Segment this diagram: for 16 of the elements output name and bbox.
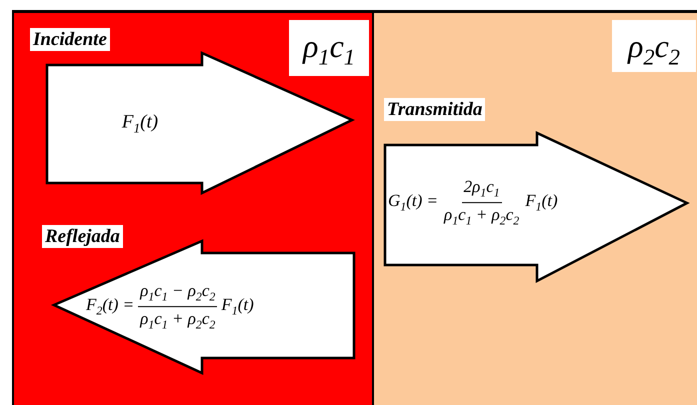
fraction-denominator: ρ$_{1}$c$_{1}$ + ρ$_{2}$c$_{2}$ bbox=[138, 308, 216, 333]
formula: F$_{1}$(t) bbox=[122, 112, 158, 136]
medium-region bbox=[372, 10, 697, 405]
arrow-heading: Transmitida bbox=[384, 98, 486, 121]
medium-label: ρ$_{2}$c$_{2}$ bbox=[612, 20, 696, 72]
medium-region bbox=[12, 10, 372, 405]
arrow-heading: Reflejada bbox=[42, 225, 123, 248]
fraction-numerator: 2ρ$_{1}$c$_{1}$ bbox=[462, 177, 502, 204]
formula-term: G$_{1}$(t) = bbox=[388, 191, 438, 215]
formula-term: F$_{1}$(t) bbox=[221, 295, 254, 319]
formula-term: F$_{2}$(t) = bbox=[86, 295, 134, 319]
fraction-numerator: ρ$_{1}$c$_{1}$ − ρ$_{2}$c$_{2}$ bbox=[138, 281, 218, 308]
fraction-denominator: ρ$_{1}$c$_{1}$ + ρ$_{2}$c$_{2}$ bbox=[442, 204, 520, 229]
formula-term: F$_{1}$(t) bbox=[525, 191, 558, 215]
arrow-heading: Incidente bbox=[30, 28, 110, 51]
medium-label: ρ$_{1}$c$_{1}$ bbox=[289, 20, 369, 76]
